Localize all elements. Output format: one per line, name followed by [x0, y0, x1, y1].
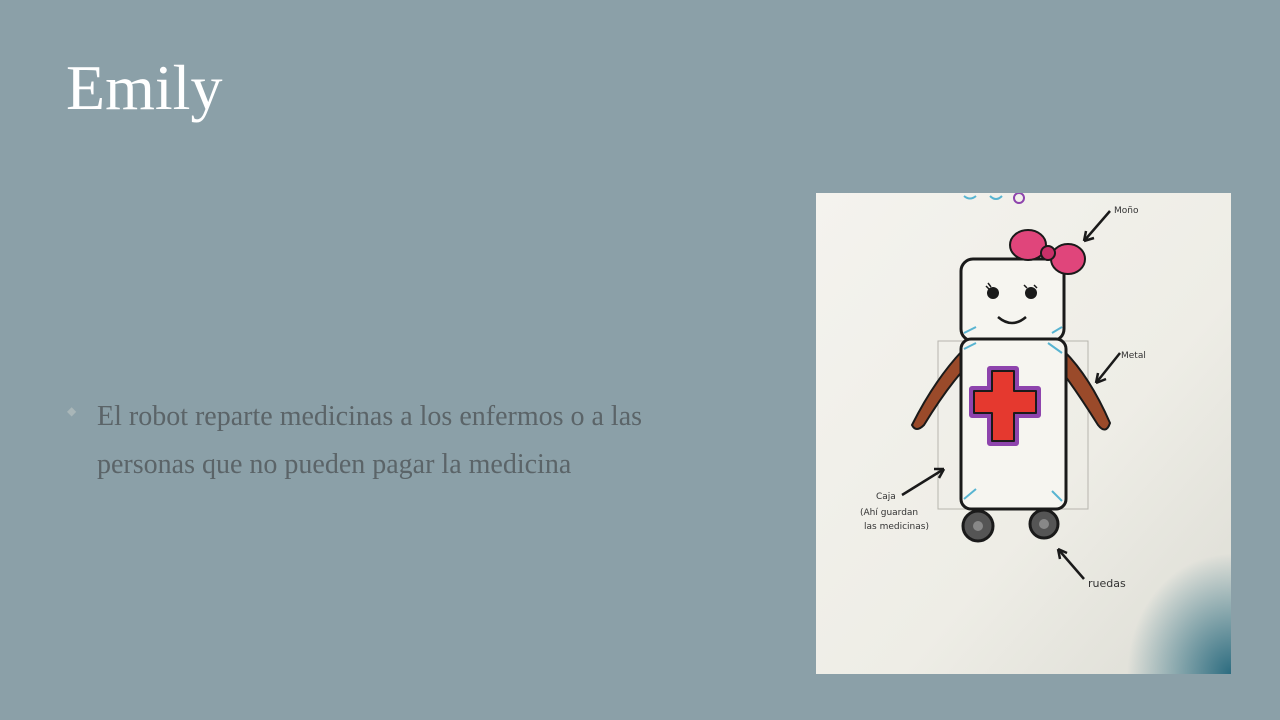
robot-head: [959, 257, 1066, 343]
annotation-arrows: [901, 210, 1121, 580]
right-eye: [1025, 287, 1037, 299]
top-edge-doodle: [963, 193, 1025, 204]
right-arm: [1058, 349, 1112, 431]
label-box: Caja: [876, 492, 896, 502]
robot-drawing-photo: Moño Metal Caja (Ahí guardan las medicin…: [816, 193, 1231, 674]
bow: [1009, 229, 1086, 275]
label-wheels: ruedas: [1088, 577, 1126, 590]
diamond-bullet-icon: ◆: [67, 404, 77, 418]
label-bow: Moño: [1114, 206, 1139, 216]
label-box-note-2: las medicinas): [864, 522, 929, 532]
left-arm: [910, 348, 968, 430]
robot-drawing: Moño Metal Caja (Ahí guardan las medicin…: [816, 193, 1231, 674]
left-wheel: [961, 509, 995, 543]
red-cross: [969, 366, 1041, 446]
label-metal: Metal: [1121, 351, 1146, 361]
bullet-list: ◆ El robot reparte medicinas a los enfer…: [66, 393, 746, 489]
bullet-item: ◆ El robot reparte medicinas a los enfer…: [66, 393, 746, 489]
label-box-note-1: (Ahí guardan: [860, 508, 918, 518]
bullet-text: El robot reparte medicinas a los enfermo…: [97, 401, 643, 480]
left-eye: [987, 287, 999, 299]
smile: [997, 316, 1027, 325]
right-wheel: [1028, 508, 1060, 540]
slide-title: Emily: [66, 52, 223, 123]
